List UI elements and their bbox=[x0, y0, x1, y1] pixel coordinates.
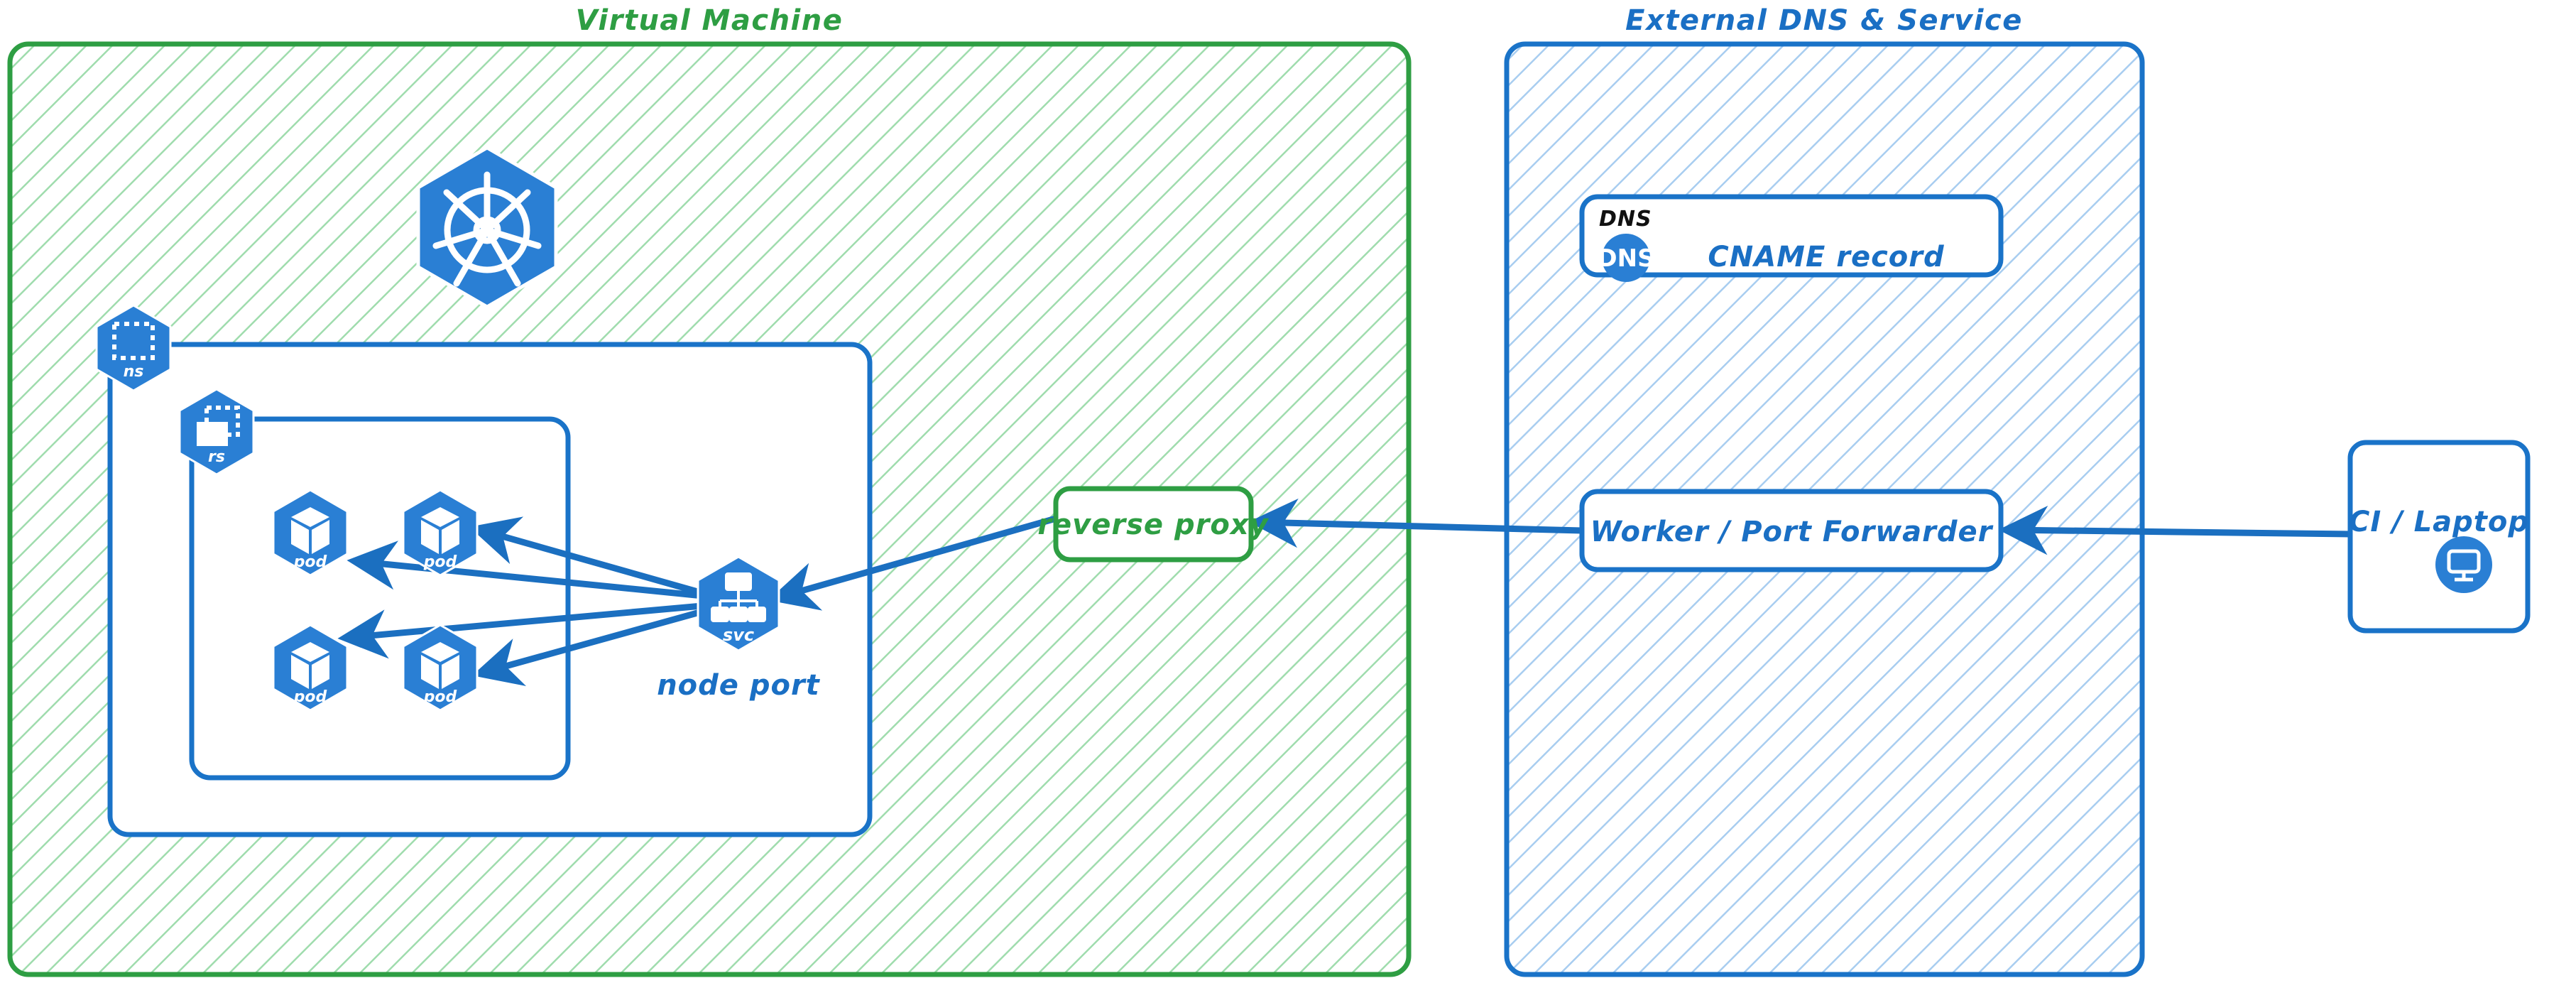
dns-record-frame[interactable] bbox=[1579, 194, 2004, 278]
worker-port-forwarder-box[interactable]: Worker / Port Forwarder bbox=[1579, 489, 2004, 572]
pod-icon-label: pod bbox=[293, 553, 327, 571]
ci-laptop-label: CI / Laptop bbox=[2349, 506, 2529, 538]
service-icon: svc bbox=[697, 555, 780, 652]
replicaset-icon-label: rs bbox=[208, 448, 225, 466]
pod-icon: pod bbox=[272, 624, 349, 712]
reverse-proxy-frame[interactable] bbox=[1053, 486, 1254, 563]
namespace-icon-label: ns bbox=[124, 363, 144, 381]
monitor-circle-icon bbox=[2435, 536, 2492, 593]
dns-record-label: CNAME record bbox=[1708, 241, 1944, 273]
dns-record-box[interactable]: DNS DNS CNAME record bbox=[1579, 194, 2004, 282]
dns-tag-label: DNS bbox=[1599, 207, 1652, 232]
edge-reverse-proxy-to-svc bbox=[768, 515, 1057, 611]
node-port-label: node port bbox=[657, 669, 820, 702]
reverse-proxy-label: reverse proxy bbox=[1037, 509, 1269, 541]
replicaset-icon: rs bbox=[178, 388, 255, 476]
reverse-proxy-box[interactable]: reverse proxy bbox=[1037, 486, 1269, 563]
edge-svc-to-pod4 bbox=[471, 606, 711, 686]
pod-icon: pod bbox=[402, 624, 479, 712]
pod-icon: pod bbox=[272, 489, 349, 577]
edge-worker-to-reverse-proxy bbox=[1248, 498, 1583, 548]
edge-svc-to-pod2 bbox=[469, 516, 711, 599]
service-to-pods-edges bbox=[337, 516, 711, 686]
ci-laptop-box[interactable]: CI / Laptop bbox=[2347, 440, 2531, 634]
namespace-icon: ns bbox=[95, 304, 172, 392]
virtual-machine-title: Virtual Machine bbox=[576, 4, 844, 37]
kubernetes-wheel-icon bbox=[416, 146, 558, 309]
dns-circle-icon-label: DNS bbox=[1597, 244, 1654, 273]
external-dns-service-title: External DNS & Service bbox=[1625, 4, 2023, 37]
worker-port-forwarder-label: Worker / Port Forwarder bbox=[1590, 516, 1994, 548]
dns-circle-icon: DNS bbox=[1597, 234, 1655, 282]
replicaset-container bbox=[189, 416, 571, 781]
pod-icon-label: pod bbox=[423, 688, 457, 706]
pod-icon: pod bbox=[402, 489, 479, 577]
edge-ci-to-worker bbox=[1998, 506, 2351, 555]
service-icon-label: svc bbox=[723, 625, 754, 645]
pod-icon-label: pod bbox=[293, 688, 327, 706]
edge-svc-to-pod1 bbox=[346, 541, 711, 600]
edge-svc-to-pod3 bbox=[337, 602, 711, 659]
worker-port-forwarder-frame[interactable] bbox=[1579, 489, 2004, 572]
pod-icon-label: pod bbox=[423, 553, 457, 571]
